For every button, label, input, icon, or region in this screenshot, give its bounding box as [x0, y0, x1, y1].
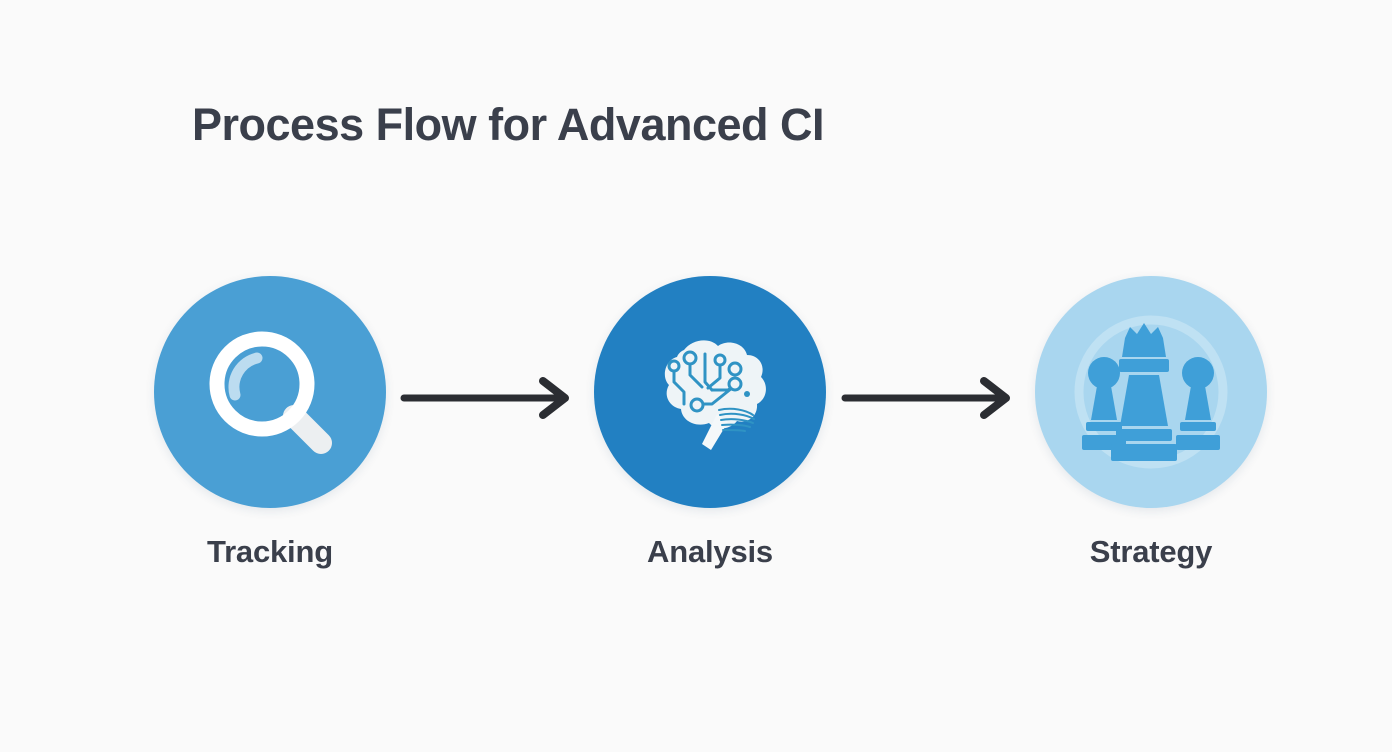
- arrow-right-icon: [841, 375, 1017, 421]
- flow-step-tracking-circle-wrap: [154, 276, 386, 508]
- chess-pieces-icon: [1061, 302, 1241, 482]
- flow-step-analysis-circle-wrap: [594, 276, 826, 508]
- flow-step-analysis-circle[interactable]: [594, 276, 826, 508]
- brain-circuit-icon: [640, 322, 780, 462]
- flow-step-strategy-label: Strategy: [1089, 534, 1213, 569]
- page-title: Process Flow for Advanced CI: [192, 99, 825, 150]
- arrow-tracking-to-analysis: [400, 375, 576, 421]
- flow-step-tracking-label: Tracking: [207, 534, 333, 569]
- arrow-right-icon: [400, 375, 576, 421]
- flow-step-strategy-circle[interactable]: [1035, 276, 1267, 508]
- flow-step-tracking-circle[interactable]: [154, 276, 386, 508]
- flow-step-strategy[interactable]: Strategy: [1001, 262, 1301, 602]
- flow-step-analysis-label: Analysis: [647, 534, 773, 569]
- flow-step-strategy-circle-wrap: [1035, 276, 1267, 508]
- magnifying-glass-icon: [195, 317, 345, 467]
- process-flow-row: Tracking: [0, 262, 1392, 602]
- flow-step-analysis[interactable]: Analysis: [560, 262, 860, 602]
- arrow-analysis-to-strategy: [841, 375, 1017, 421]
- flow-step-tracking[interactable]: Tracking: [120, 262, 420, 602]
